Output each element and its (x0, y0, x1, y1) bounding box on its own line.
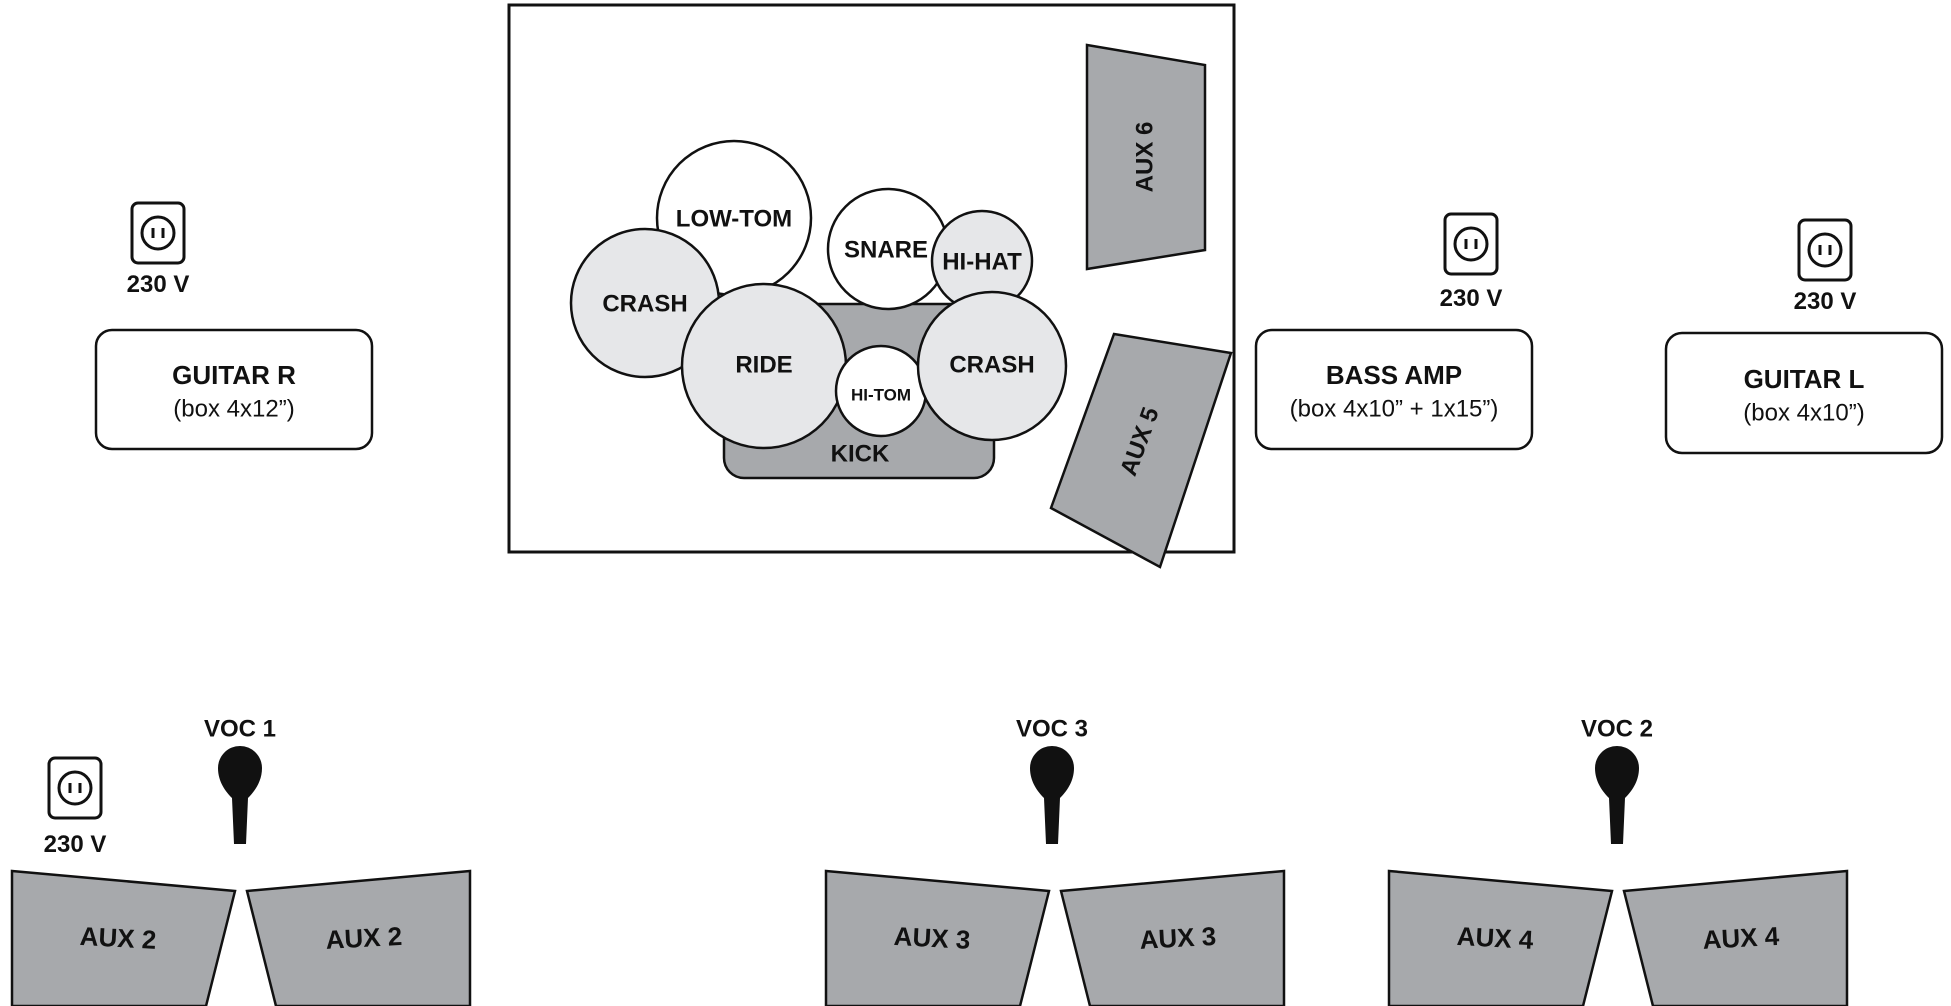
vocal-mic-3: VOC 3 (1016, 715, 1088, 844)
wedge-aux-4-left: AUX 4 (1387, 869, 1614, 1006)
amp-subtitle: (box 4x12”) (173, 395, 294, 422)
microphone-icon (1595, 746, 1639, 844)
outlet-icon (1797, 218, 1853, 282)
amp-title: GUITAR L (1744, 364, 1865, 394)
hi-hat: HI-HAT (930, 209, 1034, 313)
hi-hat-label: HI-HAT (942, 248, 1022, 275)
ride-label: RIDE (735, 351, 792, 378)
mic-label: VOC 1 (204, 715, 276, 742)
amp-subtitle: (box 4x10” + 1x15”) (1290, 395, 1499, 422)
amp-guitar-l: GUITAR L (box 4x10”) (1664, 331, 1944, 455)
aux-6-label: AUX 6 (1131, 122, 1158, 193)
amp-title: GUITAR R (172, 360, 296, 390)
amp-bass: BASS AMP (box 4x10” + 1x15”) (1254, 328, 1534, 451)
mic-label: VOC 2 (1581, 715, 1653, 742)
wedge-label: AUX 2 (79, 921, 157, 955)
crash-cymbal-left: CRASH (569, 227, 721, 379)
crash-right-label: CRASH (949, 351, 1034, 378)
wedge-aux-2-left: AUX 2 (10, 869, 237, 1006)
crash-left-label: CRASH (602, 290, 687, 317)
wedge-label: AUX 2 (325, 921, 403, 955)
amp-subtitle: (box 4x10”) (1743, 399, 1864, 426)
wedge-label: AUX 4 (1456, 921, 1535, 955)
wedge-aux-4-right: AUX 4 (1622, 869, 1849, 1006)
hi-tom: HI-TOM (834, 344, 928, 438)
amp-title: BASS AMP (1326, 360, 1462, 390)
voltage-label: 230 V (1794, 288, 1857, 315)
ride-cymbal: RIDE (680, 282, 848, 450)
crash-cymbal-right: CRASH (916, 290, 1068, 442)
microphone-icon (1030, 746, 1074, 844)
vocal-mic-2: VOC 2 (1581, 715, 1653, 844)
mic-label: VOC 3 (1016, 715, 1088, 742)
kick-label: KICK (831, 440, 890, 467)
outlet-icon (47, 756, 103, 820)
wedge-aux-2-right: AUX 2 (245, 869, 472, 1006)
monitor-aux-6: AUX 6 (1085, 43, 1207, 271)
outlet-icon (130, 201, 186, 265)
voltage-label: 230 V (1440, 285, 1503, 312)
wedge-label: AUX 4 (1702, 921, 1781, 955)
snare: SNARE (826, 187, 950, 311)
wedge-label: AUX 3 (1139, 921, 1217, 955)
hi-tom-label: HI-TOM (851, 385, 911, 404)
monitor-aux-5: AUX 5 (1049, 332, 1233, 569)
power-outlet-3: 230 V (1794, 218, 1857, 315)
amp-guitar-r: GUITAR R (box 4x12”) (94, 328, 374, 451)
snare-label: SNARE (844, 236, 928, 263)
wedge-aux-3-left: AUX 3 (824, 869, 1051, 1006)
wedge-aux-3-right: AUX 3 (1059, 869, 1286, 1006)
vocal-mic-1: VOC 1 (204, 715, 276, 844)
low-tom-label: LOW-TOM (676, 205, 792, 232)
power-outlet-2: 230 V (1440, 212, 1503, 312)
outlet-icon (1443, 212, 1499, 276)
voltage-label: 230 V (127, 271, 190, 298)
power-outlet-1: 230 V (127, 201, 190, 298)
power-outlet-4: 230 V (44, 756, 107, 858)
wedge-label: AUX 3 (893, 921, 971, 955)
voltage-label: 230 V (44, 831, 107, 858)
microphone-icon (218, 746, 262, 844)
